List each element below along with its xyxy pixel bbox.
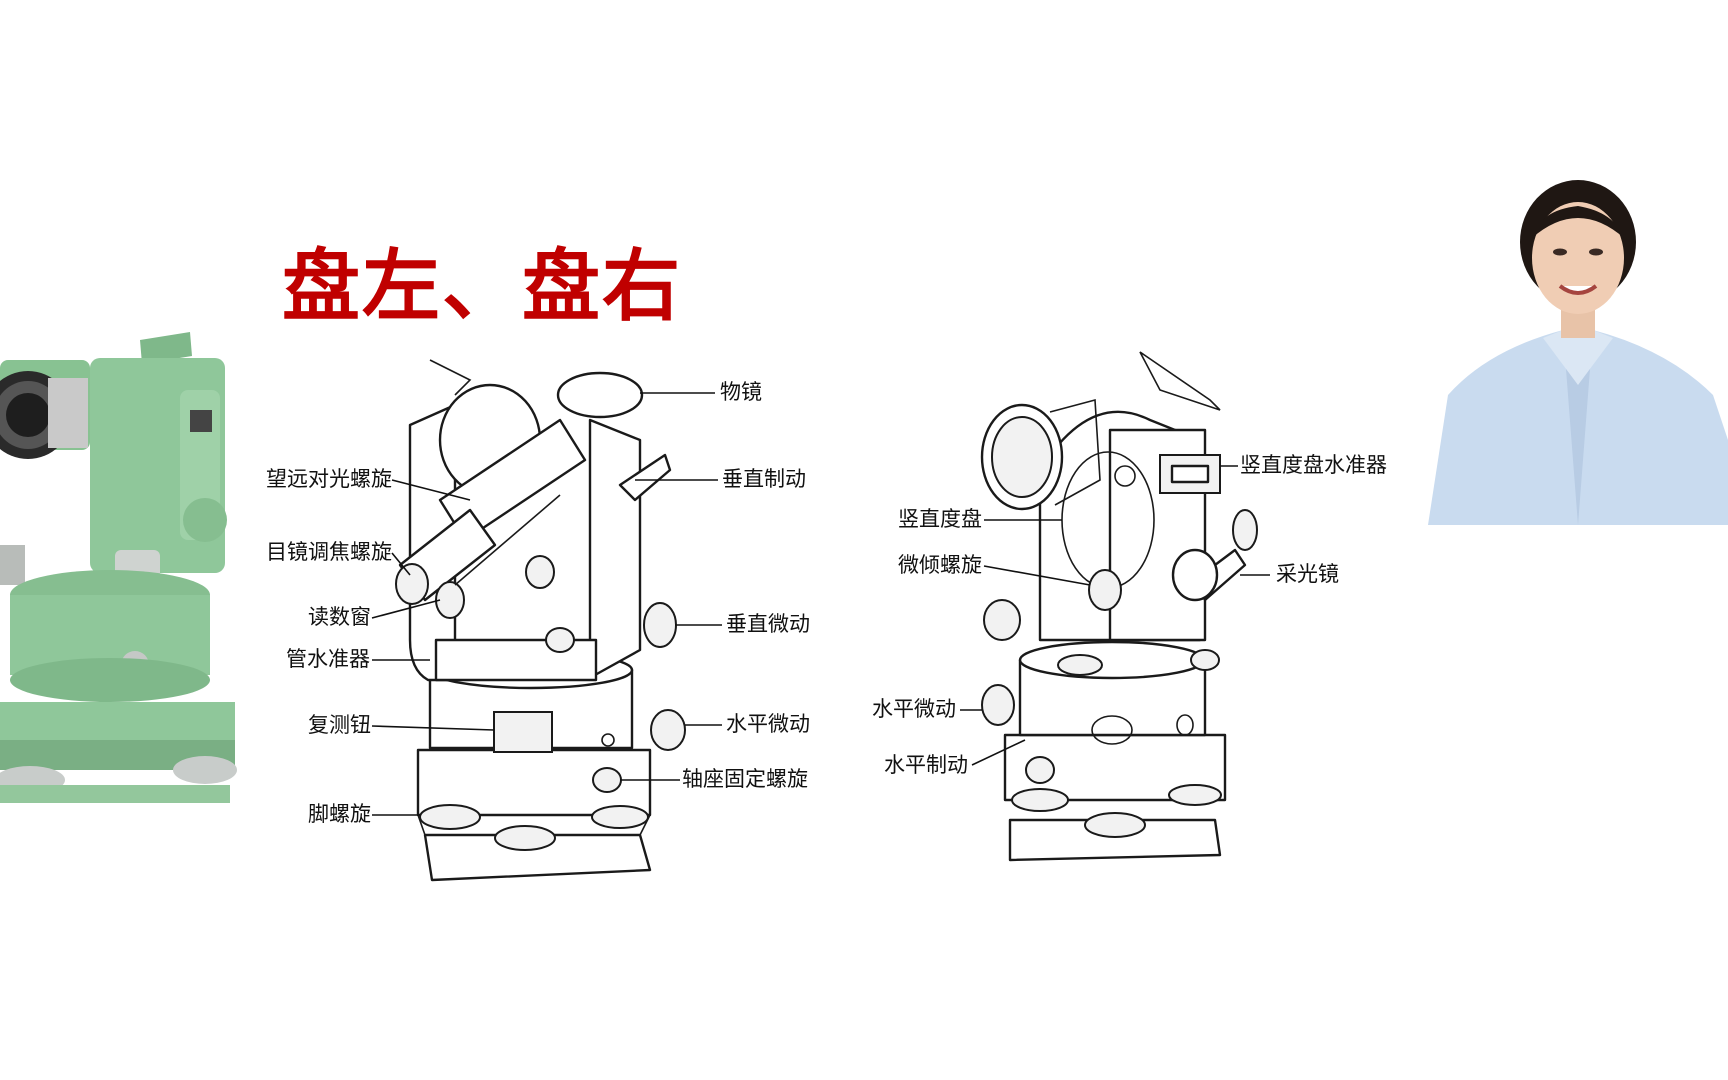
label-objective: 物镜: [720, 380, 762, 404]
label-vertical-circle: 竖直度盘: [898, 507, 982, 531]
label-tilt-screw: 微倾螺旋: [898, 553, 982, 577]
label-horizontal-tangent-right: 水平微动: [872, 697, 956, 721]
label-plate-level: 管水准器: [286, 647, 370, 671]
presenter-photo: [1428, 180, 1728, 525]
label-eyepiece-focus: 目镜调焦螺旋: [266, 540, 392, 564]
left-face-drawing: [395, 359, 686, 882]
label-foot-screw: 脚螺旋: [308, 802, 371, 826]
theodolite-photo: [0, 332, 237, 803]
label-telescope-focus: 望远对光螺旋: [266, 467, 392, 491]
label-horizontal-clamp: 水平制动: [884, 753, 968, 777]
label-repetition-button: 复测钮: [308, 713, 371, 737]
leader-lines: [371, 392, 1270, 816]
label-vertical-clamp: 垂直制动: [722, 467, 806, 491]
label-reading-window: 读数窗: [308, 605, 371, 629]
label-base-lock-screw: 轴座固定螺旋: [682, 767, 808, 791]
label-illumination-mirror: 采光镜: [1276, 562, 1339, 586]
label-vertical-tangent: 垂直微动: [726, 612, 810, 636]
label-horizontal-tangent-left: 水平微动: [726, 712, 810, 736]
right-face-drawing: [980, 351, 1258, 862]
page-title: 盘左、盘右: [282, 241, 683, 332]
label-vertical-circle-level: 竖直度盘水准器: [1240, 453, 1387, 477]
